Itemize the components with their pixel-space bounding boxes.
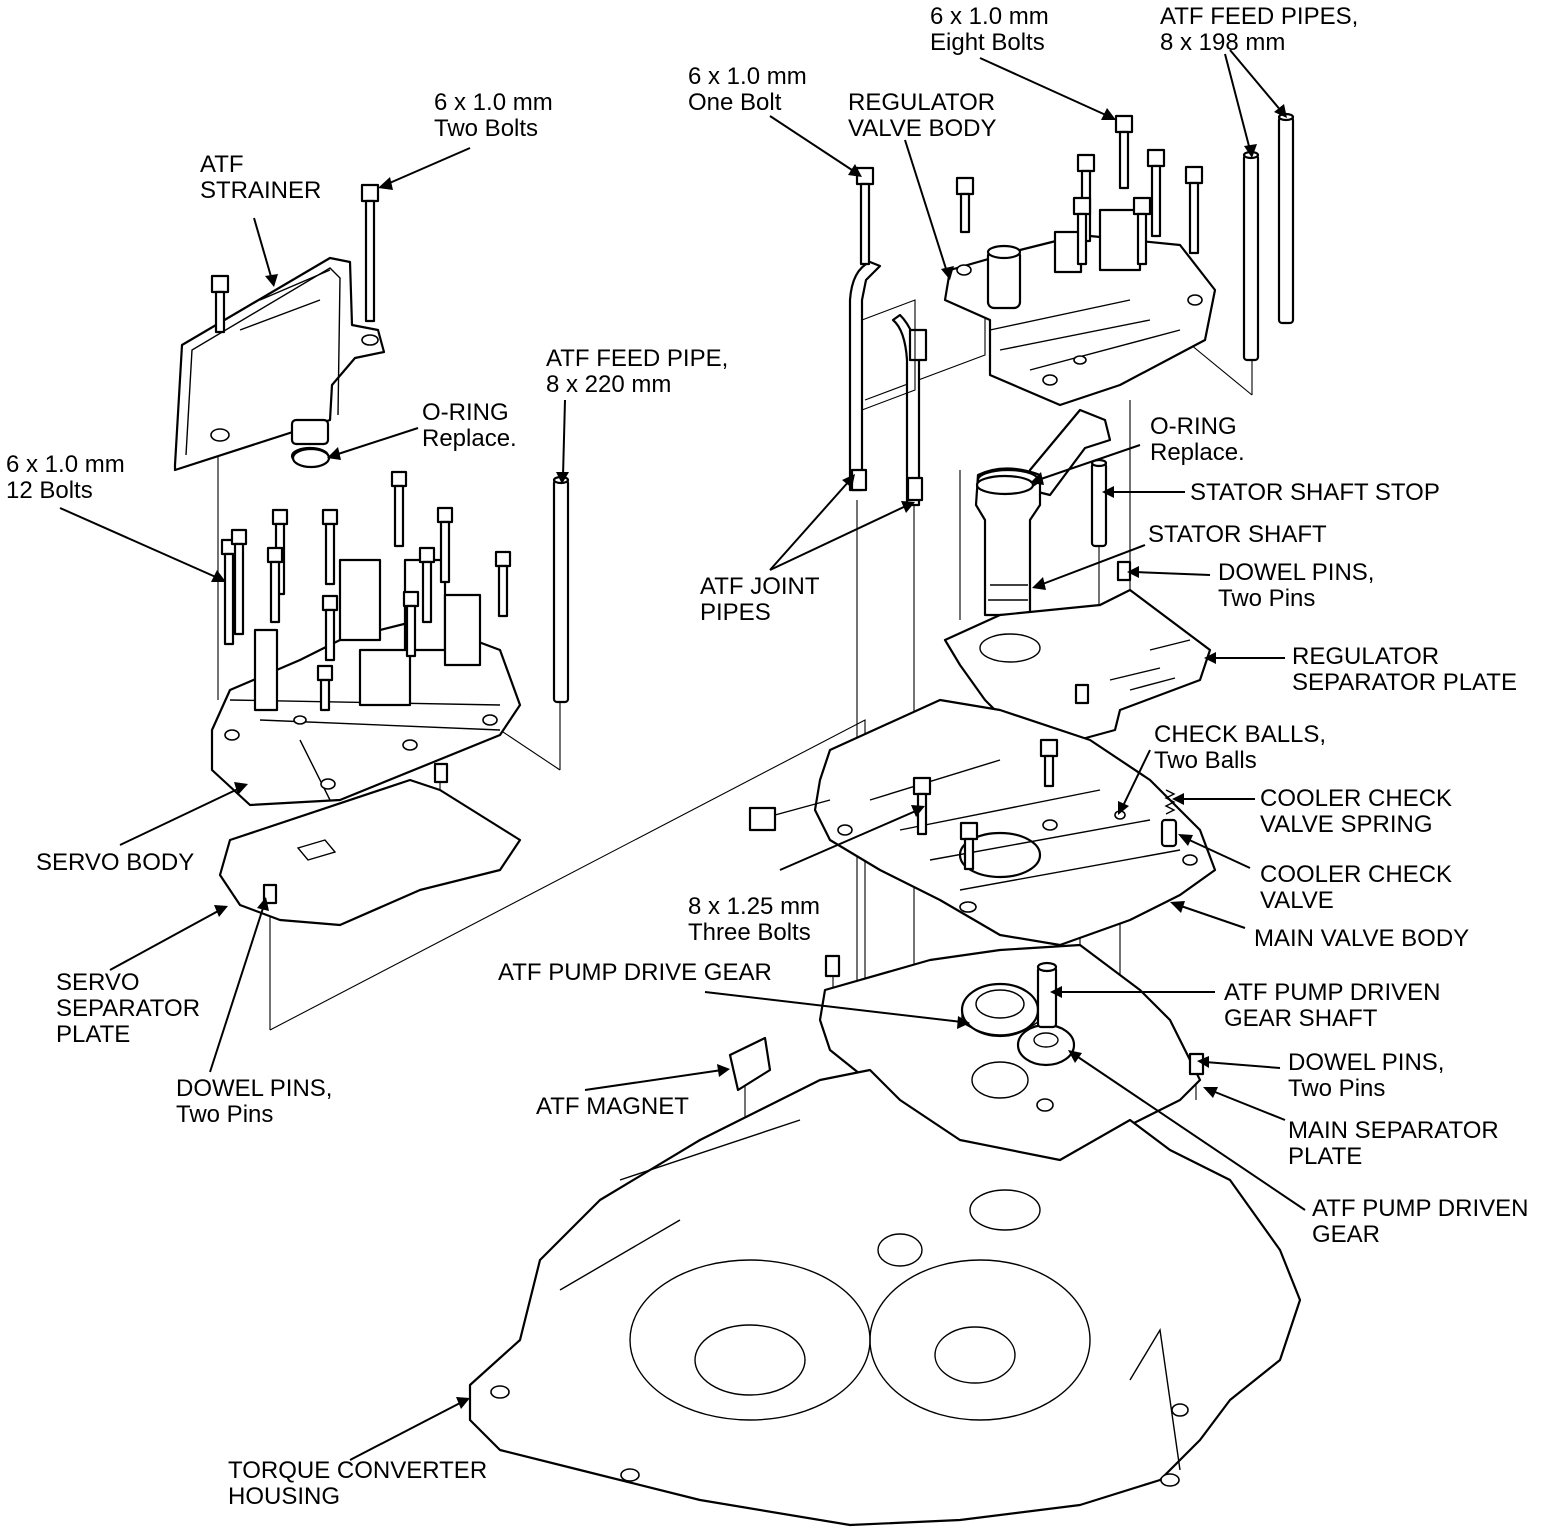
- label-atf-pump-drive-gear: ATF PUMP DRIVE GEAR: [498, 959, 772, 986]
- label-feed-pipe-220: ATF FEED PIPE,8 x 220 mm: [546, 345, 728, 398]
- label-atf-magnet: ATF MAGNET: [536, 1093, 689, 1120]
- leader-lines: [59, 49, 1306, 1461]
- strainer-o-ring: [291, 447, 331, 469]
- main-valve-body: [813, 698, 1217, 947]
- atf-magnet: [728, 1036, 772, 1092]
- atf-pump-driven-gear-shaft: [1036, 961, 1058, 1029]
- atf-feed-pipe-220: [552, 475, 570, 704]
- joint-pipe-bracket: [748, 799, 831, 832]
- atf-joint-pipes: [848, 260, 928, 507]
- main-valve-bolts: [912, 738, 1059, 871]
- torque-converter-housing: [468, 1068, 1302, 1527]
- one-bolt: [855, 166, 875, 266]
- label-feed-pipes-198: ATF FEED PIPES,8 x 198 mm: [1160, 3, 1358, 56]
- cooler-check-valve-spring: [1164, 789, 1176, 815]
- servo-body: [210, 558, 522, 807]
- label-stator-shaft: STATOR SHAFT: [1148, 521, 1327, 548]
- label-check-balls: CHECK BALLS,Two Balls: [1154, 721, 1326, 774]
- label-servo-body: SERVO BODY: [36, 849, 194, 876]
- label-dowel-pins-reg: DOWEL PINS,Two Pins: [1218, 559, 1374, 612]
- label-stator-shaft-stop: STATOR SHAFT STOP: [1190, 479, 1440, 506]
- label-main-valve-body: MAIN VALVE BODY: [1254, 925, 1469, 952]
- atf-strainer: [173, 256, 386, 472]
- regulator-valve-body: [943, 208, 1217, 407]
- label-dowel-pins-left: DOWEL PINS,Two Pins: [176, 1075, 332, 1128]
- cooler-check-valve: [1160, 818, 1178, 848]
- atf-pump-drive-gear: [960, 982, 1040, 1038]
- strainer-bolts: [210, 183, 380, 334]
- stator-shaft-stop: [1090, 458, 1108, 548]
- servo-separator-plate: [218, 762, 522, 927]
- stator-o-ring: [975, 474, 1035, 496]
- servo-body-bolts: [220, 470, 512, 712]
- regulator-separator-plate: [943, 560, 1212, 747]
- atf-feed-pipes-198: [1242, 112, 1295, 362]
- atf-pump-driven-gear: [1016, 1023, 1076, 1067]
- label-dowel-pins-main: DOWEL PINS,Two Pins: [1288, 1049, 1444, 1102]
- regulator-bolts: [955, 114, 1204, 266]
